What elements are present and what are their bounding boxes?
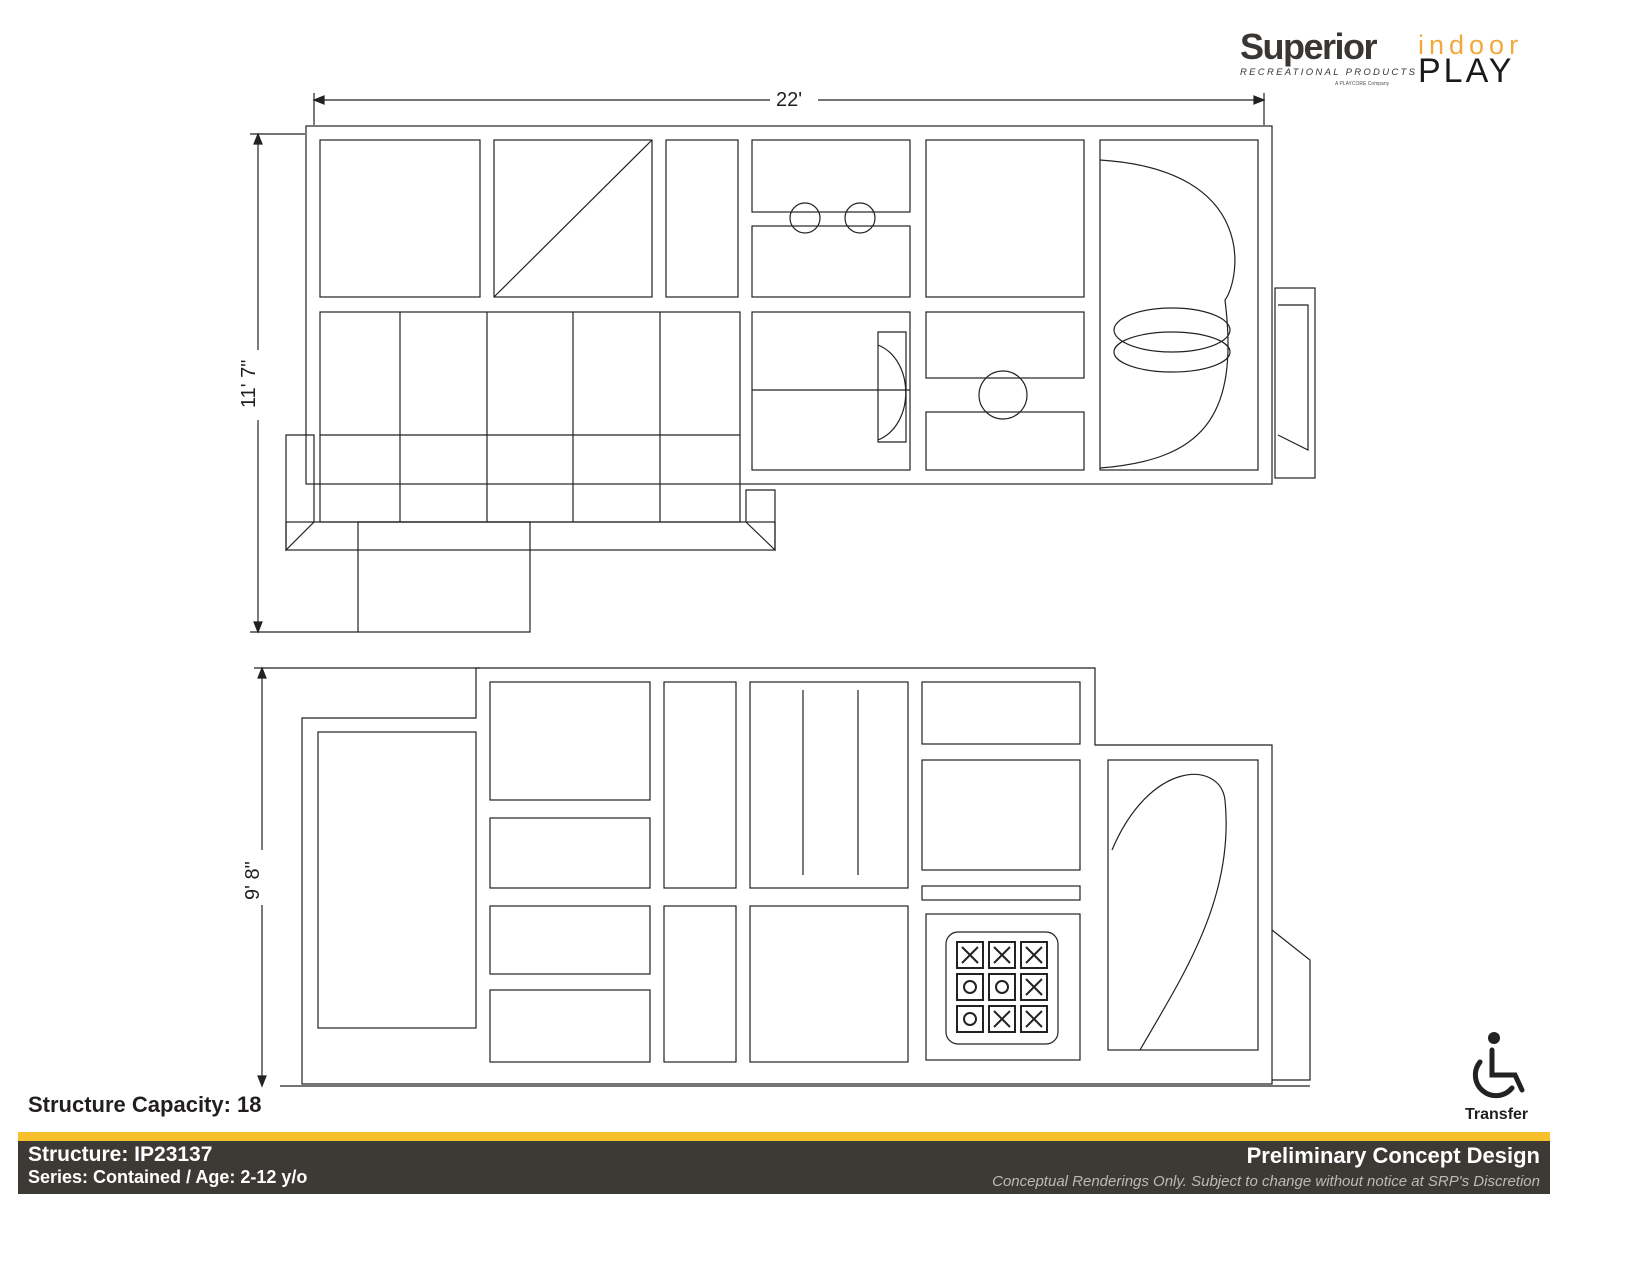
series-age: Series: Contained / Age: 2-12 y/o (28, 1167, 308, 1187)
tic-tac-toe-panel (956, 941, 1048, 1033)
accent-bar (18, 1132, 1550, 1141)
plan-view (285, 125, 1316, 633)
structure-id: Structure: IP23137 (28, 1143, 213, 1166)
plan-width-dimension (312, 93, 1266, 125)
wheelchair-icon (1472, 1032, 1525, 1099)
superior-logo: Superior (1240, 26, 1378, 67)
plan-depth-label: 11' 7" (238, 359, 260, 408)
elevation-height-label: 9' 8" (242, 861, 264, 900)
indoor-logo-text: indoor (1418, 30, 1524, 60)
transfer-label: Transfer (1465, 1106, 1529, 1123)
disclaimer: Conceptual Renderings Only. Subject to c… (992, 1173, 1540, 1190)
elevation-height-dimension (254, 666, 480, 1088)
logo-subtitle: RECREATIONAL PRODUCTS (1240, 67, 1418, 78)
elevation-view (280, 667, 1311, 1087)
design-status-title: Preliminary Concept Design (1246, 1143, 1540, 1168)
footer-bar: Structure: IP23137 Series: Contained / A… (18, 1141, 1550, 1194)
plan-depth-dimension (250, 132, 358, 634)
plan-width-label: 22' (776, 89, 803, 111)
play-logo-text: PLAY (1418, 52, 1515, 90)
playcore-tagline: A PLAYCORE Company (1335, 81, 1390, 87)
structure-capacity: Structure Capacity: 18 (28, 1092, 262, 1117)
